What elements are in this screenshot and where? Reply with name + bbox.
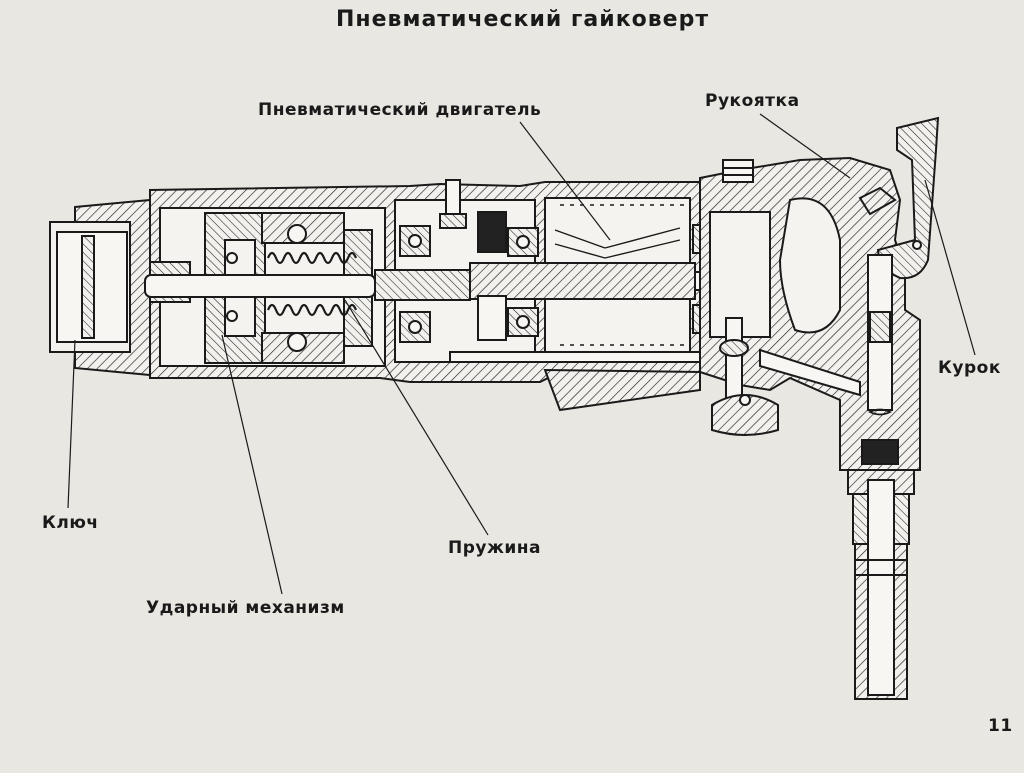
leader-impact (221, 334, 283, 595)
leader-motor (519, 121, 611, 241)
label-pneumatic-motor: Пневматический двигатель (258, 100, 542, 120)
leader-key (67, 339, 76, 509)
diagram-title: Пневматический гайковерт (336, 7, 710, 32)
air-passage (759, 348, 861, 397)
label-handle: Рукоятка (705, 91, 800, 111)
spring (266, 251, 358, 317)
leader-trigger (924, 179, 976, 356)
reverse-knob (711, 317, 779, 436)
label-key: Ключ (42, 513, 99, 533)
handle-body (699, 156, 921, 471)
trigger (858, 116, 940, 280)
socket-key (49, 198, 151, 377)
leader-spring (344, 299, 489, 536)
drive-shaft (144, 262, 766, 301)
label-spring: Пружина (448, 538, 542, 558)
handle-valve (861, 254, 899, 465)
leader-handle (759, 113, 851, 179)
air-inlet-fitting (847, 469, 915, 700)
page-number: 11 (988, 716, 1013, 736)
label-trigger: Курок (938, 358, 1001, 378)
label-impact-mechanism: Ударный механизм (146, 598, 345, 618)
air-motor (554, 204, 685, 346)
leader-lines (67, 113, 976, 595)
